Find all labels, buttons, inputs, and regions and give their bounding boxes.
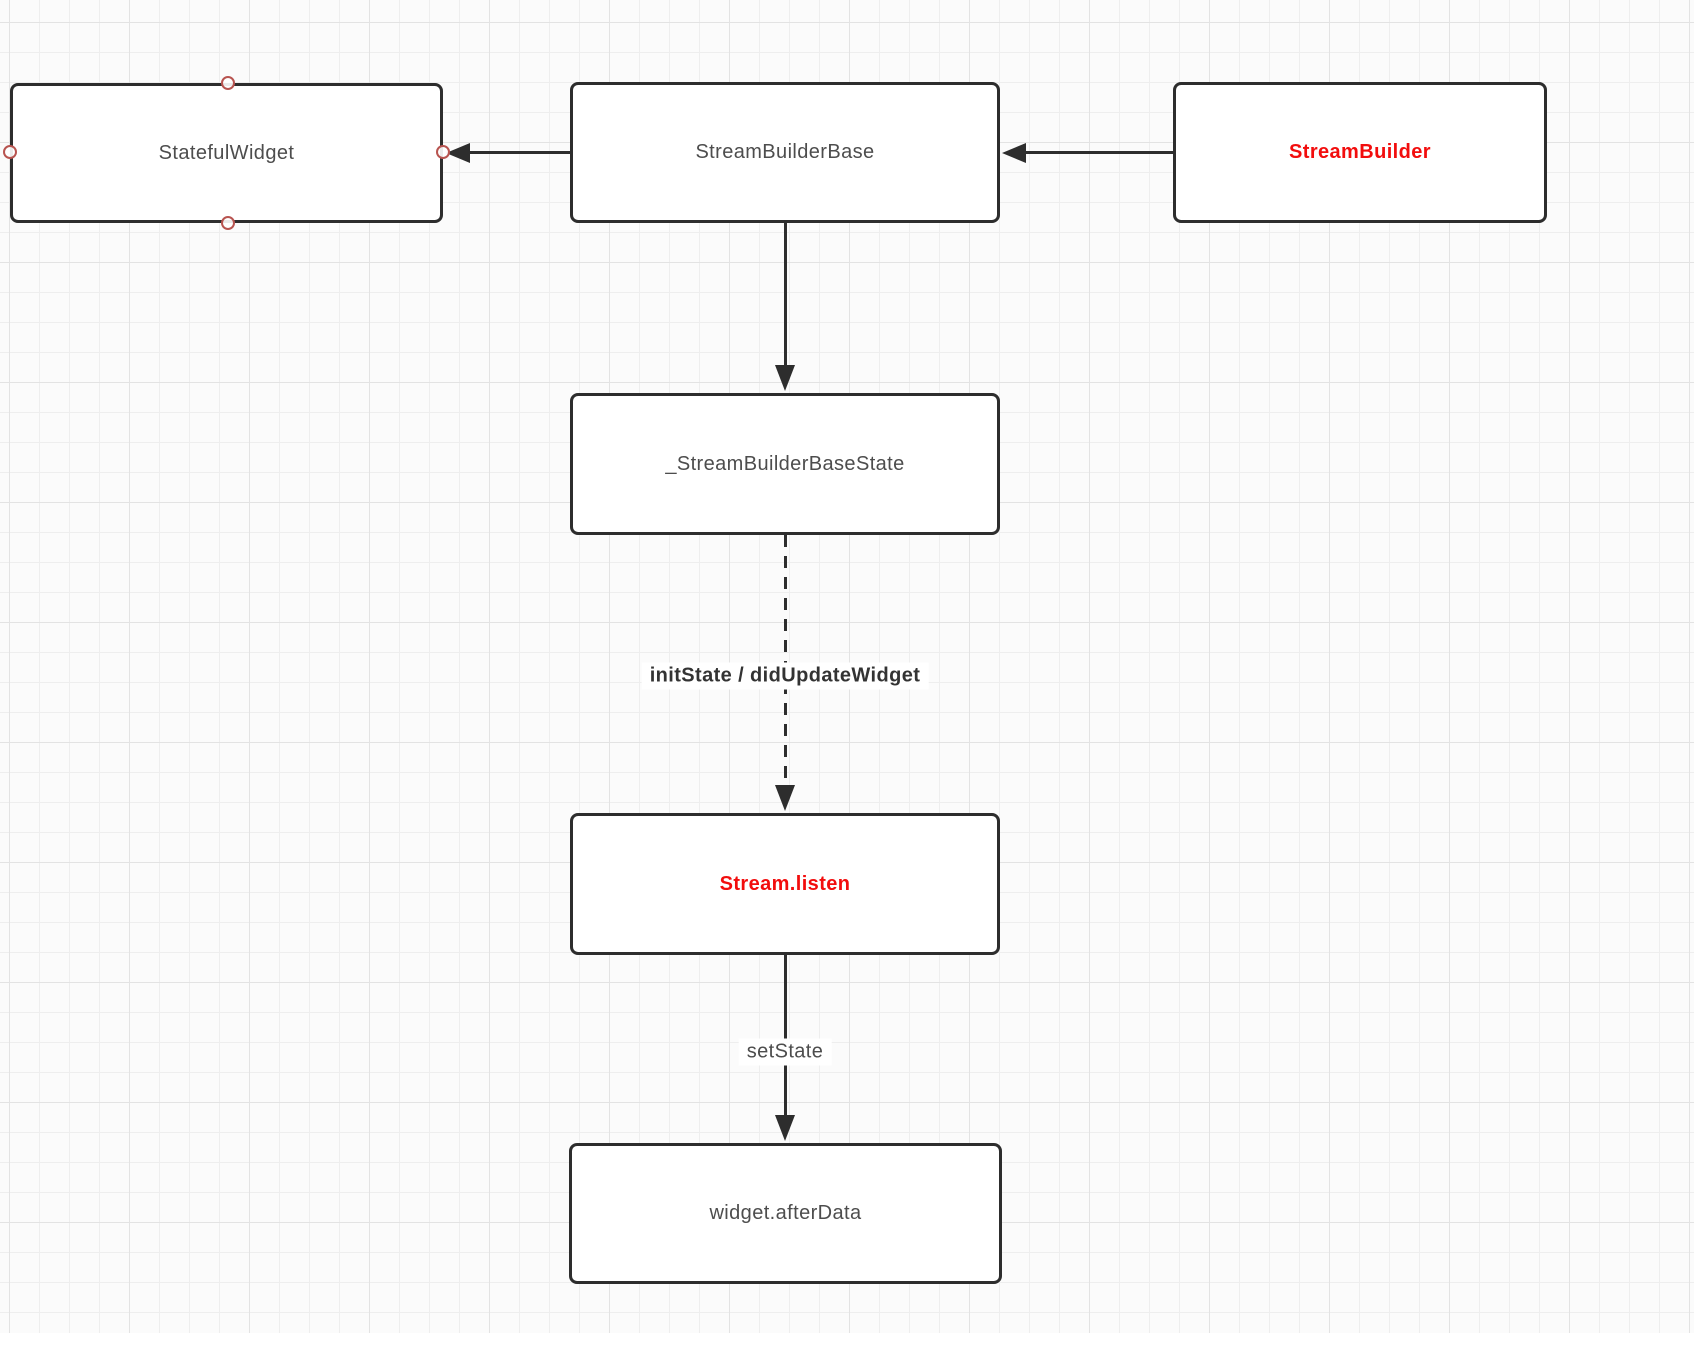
node-stream-builder-base-state[interactable]: _StreamBuilderBaseState (570, 393, 1000, 535)
connection-point-left[interactable] (3, 145, 17, 159)
node-label: StreamBuilderBase (695, 141, 875, 163)
edge-label-setstate[interactable]: setState (738, 1038, 832, 1066)
connection-point-top[interactable] (221, 76, 235, 90)
arrowhead-left-icon (1002, 143, 1026, 163)
arrowhead-left-icon (446, 143, 470, 163)
connection-point-right[interactable] (436, 145, 450, 159)
edge-line (784, 955, 787, 1119)
edge-dashed-line (784, 535, 787, 787)
edge-line (1022, 151, 1173, 154)
node-widget-after-data[interactable]: widget.afterData (569, 1143, 1002, 1284)
node-stream-listen[interactable]: Stream.listen (570, 813, 1000, 955)
node-stream-builder[interactable]: StreamBuilder (1173, 82, 1547, 223)
node-stream-builder-base[interactable]: StreamBuilderBase (570, 82, 1000, 223)
node-label: Stream.listen (719, 872, 851, 895)
edge-label-initstate-didupdatewidget[interactable]: initState / didUpdateWidget (641, 662, 929, 690)
node-label: widget.afterData (709, 1202, 862, 1224)
arrowhead-down-icon (775, 785, 795, 811)
edge-line (466, 151, 570, 154)
node-label: StreamBuilder (1289, 141, 1431, 163)
node-label: StatefulWidget (158, 141, 295, 164)
arrowhead-down-icon (775, 1115, 795, 1141)
node-stateful-widget[interactable]: StatefulWidget (10, 83, 443, 223)
edge-line (784, 223, 787, 367)
node-label: _StreamBuilderBaseState (665, 452, 905, 475)
connection-point-bottom[interactable] (221, 216, 235, 230)
arrowhead-down-icon (775, 365, 795, 391)
